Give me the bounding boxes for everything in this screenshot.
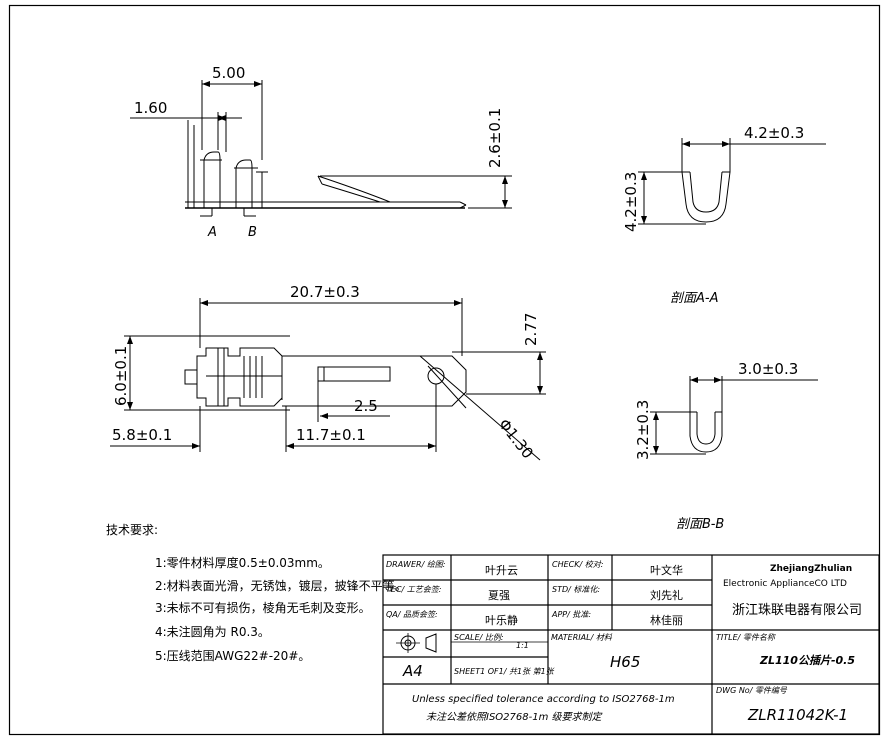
tb-material-label: MATERIAL/ 材料 [551,633,613,642]
tb-tec-label: TEC/ 工艺会签: [386,585,442,594]
dim-top-width: 5.00 [212,64,245,82]
side-view [130,80,512,217]
title-block-frame [382,554,880,735]
dim-left-bottom: 5.8±0.1 [112,426,172,444]
tb-check-value: 叶文华 [650,563,683,577]
note-1: 1:零件材料厚度0.5±0.03mm。 [155,555,330,570]
dim-sec-b-width: 3.0±0.3 [738,360,798,378]
tb-material-value: H65 [610,653,640,671]
tb-qa-label: QA/ 品质会签: [386,610,438,619]
dim-sec-a-width: 4.2±0.3 [744,124,804,142]
tb-std-label: STD/ 标准化: [552,585,600,594]
tb-drawer-label: DRAWER/ 绘图: [386,560,446,569]
section-b-b [650,376,818,455]
tb-company-cn: 浙江珠联电器有限公司 [732,603,862,618]
tb-dwg-label: DWG No/ 零件编号 [716,686,788,695]
note-5: 5:压线范围AWG22#-20#。 [155,649,310,663]
tb-company-en-2: Electronic ApplianceCO LTD [723,579,847,589]
note-3: 3:未标不可有损伤，棱角无毛刺及变形。 [155,600,371,615]
notes-heading: 技术要求: [106,523,158,537]
section-a-a [638,138,826,225]
section-a-label: 剖面A-A [670,291,718,306]
dim-sec-a-height: 4.2±0.3 [622,172,640,232]
marker-a: A [207,225,217,240]
tb-tec-value: 夏强 [488,589,510,602]
tb-company-en-1: ZhejiangZhulian [770,564,852,574]
tb-tolerance-cn: 未注公差依照ISO2768-1m 级要求制定 [426,711,604,723]
dim-slot-length: 2.5 [354,397,378,415]
section-b-label: 剖面B-B [676,517,724,532]
tb-drawer-value: 叶升云 [485,564,518,577]
dim-sec-b-height: 3.2±0.3 [634,400,652,460]
dim-top-left: 1.60 [134,99,167,117]
tb-tolerance-en: Unless specified tolerance according to … [412,694,675,705]
tb-sheet-label: SHEET1 OF1/ 共1张 第1张 [454,667,555,676]
tb-app-value: 林佳丽 [650,613,683,627]
tb-paper-size: A4 [402,662,423,680]
note-4: 4:未注圆角为 R0.3。 [155,624,270,639]
tb-scale-value: 1:1 [516,641,529,650]
plan-view [110,298,546,461]
note-2: 2:材料表面光滑，无锈蚀，镀层，披锋不平等。 [155,579,407,593]
dim-mid-bottom: 11.7±0.1 [296,426,366,444]
tb-title-value: ZL110公插片-0.5 [759,654,855,667]
tb-dwg-value: ZLR11042K-1 [747,706,848,724]
tb-title-label: TITLE/ 零件名称 [716,633,777,642]
dim-top-height: 2.6±0.1 [486,108,504,168]
dim-overall-length: 20.7±0.3 [290,283,360,301]
tb-scale-label: SCALE/ 比例: [454,633,504,642]
tb-std-value: 刘先礼 [650,588,683,602]
dim-hole-dia: Φ1.30 [495,415,537,462]
marker-b: B [248,225,257,240]
tb-check-label: CHECK/ 校对: [552,560,604,569]
tb-qa-value: 叶乐静 [485,613,518,627]
tb-app-label: APP/ 批准: [551,610,591,619]
dim-height-right: 2.77 [522,313,540,346]
dim-width-left: 6.0±0.1 [112,346,130,406]
